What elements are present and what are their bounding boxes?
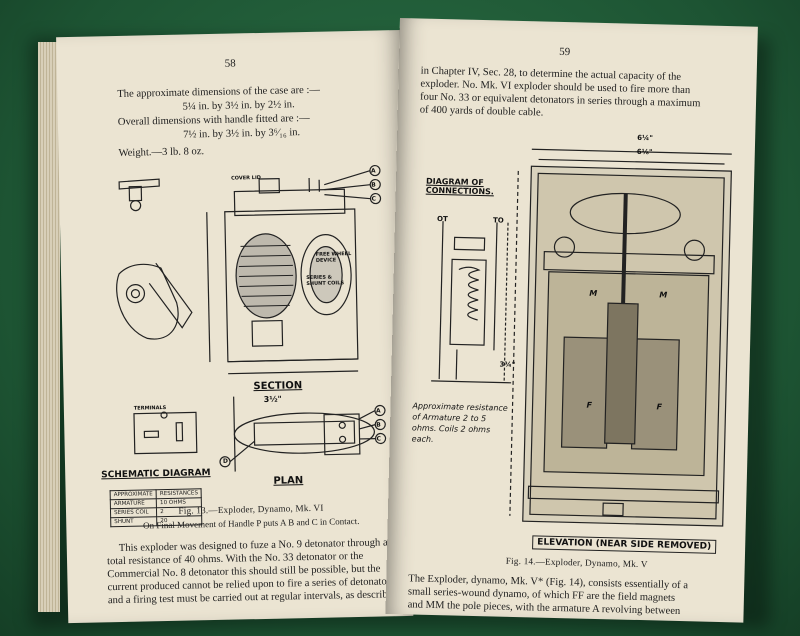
page-number-left: 58 (224, 57, 236, 70)
label-ot: OT (437, 214, 448, 224)
body-line: of 400 yards of double cable. (419, 104, 544, 119)
label-a-plan: A (375, 407, 381, 415)
label-elevation: ELEVATION (NEAR SIDE REMOVED) (532, 535, 717, 554)
label-b-plan: B (376, 421, 381, 429)
label-b-top: B (371, 181, 376, 189)
overall-dimensions: 7½ in. by 3½ in. by 3⁶⁄₁₆ in. (183, 127, 301, 141)
label-c-plan: C (376, 435, 382, 443)
label-section: SECTION (253, 380, 303, 393)
label-m-left: M (589, 288, 598, 298)
page-edges (38, 42, 60, 612)
case-dimensions: 5¼ in. by 3½ in. by 2½ in. (182, 99, 295, 113)
label-m-right: M (659, 290, 668, 300)
label-a-top: A (370, 167, 376, 175)
label-f-right: F (656, 402, 663, 412)
exploder-mk6-drawing (116, 164, 387, 472)
label-to: TO (492, 216, 504, 225)
page-number-right: 59 (559, 45, 571, 59)
label-plan: PLAN (273, 475, 304, 487)
left-page: 58 The approximate dimensions of the cas… (56, 30, 414, 624)
label-dimension-side: 3¾" (499, 360, 516, 369)
label-diagram-of-connections: DIAGRAM OF CONNECTIONS. (425, 176, 495, 197)
label-c-top: C (371, 195, 377, 203)
right-page: 59 in Chapter IV, Sec. 28, to determine … (385, 18, 758, 623)
label-cover-lid: COVER LID (231, 174, 261, 182)
label-terminals: TERMINALS (133, 405, 167, 412)
figure-14-caption: Fig. 14.—Exploder, Dynamo, Mk. V (505, 555, 648, 570)
label-free-wheel: FREE WHEEL DEVICE (315, 251, 352, 264)
label-resistance-note: Approximate resistance of Armature 2 to … (411, 401, 508, 444)
exploder-mk5-drawing (431, 148, 732, 527)
label-dimension-top-1: 6¼" (637, 133, 654, 143)
label-d-plan: D (222, 457, 229, 465)
label-section-dimension: 3½" (263, 394, 282, 404)
label-series-shunt-coils: SERIES & SHUNT COILS (306, 274, 345, 288)
label-dimension-top-2: 6⅛" (636, 147, 653, 157)
label-f-left: F (586, 400, 593, 410)
